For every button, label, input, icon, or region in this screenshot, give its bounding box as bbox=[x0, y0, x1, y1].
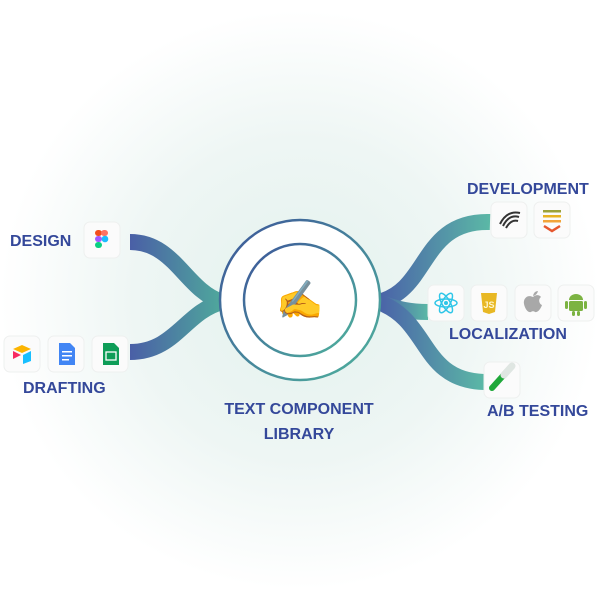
test-tube-icon[interactable] bbox=[483, 361, 521, 399]
react-icon[interactable] bbox=[427, 284, 465, 322]
apple-icon[interactable] bbox=[514, 284, 552, 322]
center-title-line2: LIBRARY bbox=[264, 426, 335, 443]
google-docs-icon[interactable] bbox=[47, 335, 85, 373]
figma-icon[interactable] bbox=[83, 221, 121, 259]
inner-ring bbox=[242, 242, 358, 358]
connector-design bbox=[129, 234, 226, 310]
branch-label-development[interactable]: DEVELOPMENT bbox=[467, 181, 589, 198]
writing-hand-icon: ✍️ bbox=[276, 279, 323, 322]
google-sheets-icon[interactable] bbox=[91, 335, 129, 373]
stack-layers-icon[interactable] bbox=[533, 201, 571, 239]
branch-label-drafting[interactable]: DRAFTING bbox=[23, 380, 106, 397]
branch-label-design[interactable]: DESIGN bbox=[10, 233, 71, 250]
connector-drafting bbox=[129, 294, 225, 360]
javascript-icon[interactable]: JS bbox=[470, 284, 508, 322]
kotlin-swift-icon[interactable] bbox=[490, 201, 528, 239]
connectors bbox=[129, 213, 491, 390]
svg-text:JS: JS bbox=[483, 300, 494, 310]
branch-label-localization[interactable]: LOCALIZATION bbox=[449, 326, 567, 343]
android-icon[interactable] bbox=[557, 284, 595, 322]
branch-label-ab-testing[interactable]: A/B TESTING bbox=[487, 403, 588, 420]
center-title-line1: TEXT COMPONENT bbox=[224, 401, 374, 418]
connector-development bbox=[375, 213, 491, 310]
connector-ab-testing bbox=[374, 294, 485, 390]
airtable-icon[interactable] bbox=[3, 335, 41, 373]
